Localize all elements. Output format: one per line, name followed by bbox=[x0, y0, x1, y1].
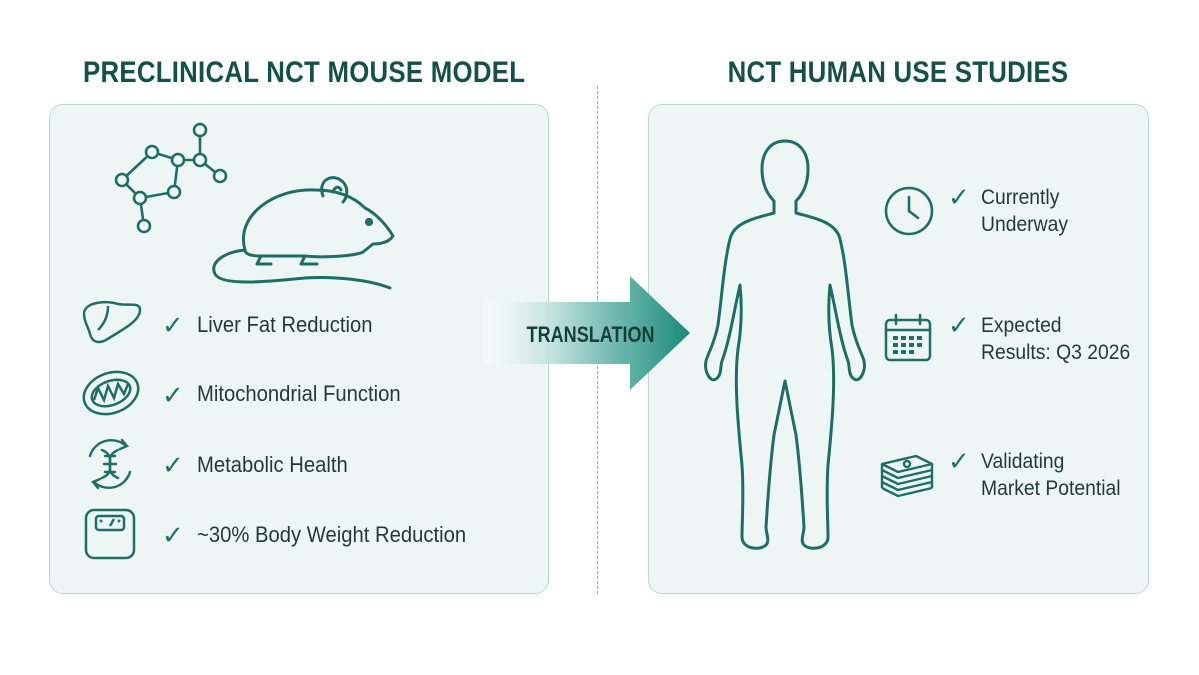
check-icon: ✓ bbox=[162, 310, 184, 340]
calendar-icon bbox=[884, 313, 932, 362]
status-expected-line1: Expected bbox=[981, 314, 1062, 337]
status-expected-line2: Results: Q3 2026 bbox=[981, 341, 1131, 364]
status-validating-line2: Market Potential bbox=[981, 477, 1121, 500]
translation-label: TRANSLATION bbox=[526, 322, 655, 347]
human-silhouette-icon bbox=[704, 139, 866, 550]
check-icon: ✓ bbox=[948, 446, 970, 476]
body-weight-label: ~30% Body Weight Reduction bbox=[197, 522, 467, 547]
molecule-icon bbox=[114, 122, 228, 234]
mitochondria-icon bbox=[82, 370, 140, 416]
check-icon: ✓ bbox=[162, 520, 184, 550]
check-icon: ✓ bbox=[948, 182, 970, 212]
check-icon: ✓ bbox=[162, 380, 184, 410]
right-panel-title: NCT HUMAN USE STUDIES bbox=[727, 56, 1069, 89]
mouse-icon bbox=[212, 176, 395, 290]
status-validating-label: Validating Market Potential bbox=[981, 448, 1121, 502]
mitochondrial-function-label: Mitochondrial Function bbox=[197, 381, 401, 406]
status-expected-label: Expected Results: Q3 2026 bbox=[981, 312, 1130, 366]
status-underway-line2: Underway bbox=[981, 213, 1068, 236]
left-panel-title: PRECLINICAL NCT MOUSE MODEL bbox=[83, 56, 526, 89]
liver-fat-label: Liver Fat Reduction bbox=[197, 312, 373, 337]
check-icon: ✓ bbox=[948, 310, 970, 340]
status-validating-line1: Validating bbox=[981, 450, 1065, 473]
metabolic-health-label: Metabolic Health bbox=[197, 452, 348, 477]
human-studies-panel bbox=[648, 104, 1149, 594]
check-icon: ✓ bbox=[162, 450, 184, 480]
clock-icon bbox=[884, 186, 934, 236]
status-underway-label: Currently Underway bbox=[981, 184, 1068, 238]
translation-arrow bbox=[484, 276, 690, 390]
liver-icon bbox=[82, 300, 142, 344]
scale-icon bbox=[84, 508, 136, 560]
money-stack-icon bbox=[880, 454, 934, 498]
dna-cycle-icon bbox=[88, 438, 132, 490]
status-underway-line1: Currently bbox=[981, 186, 1060, 209]
